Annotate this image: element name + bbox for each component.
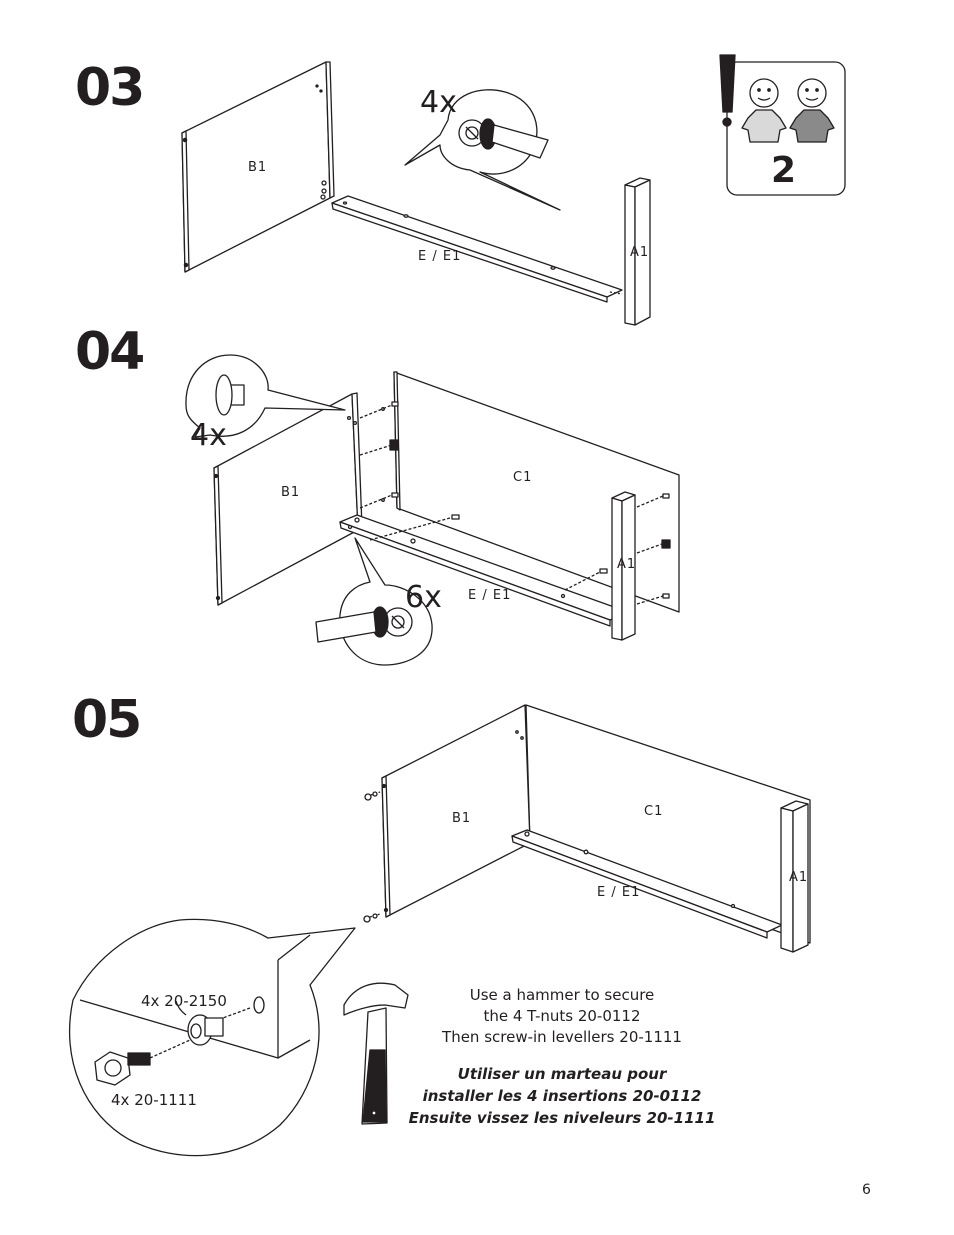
part-label-a1: A1 [630, 245, 650, 260]
instructions-fr: Utiliser un marteau pour installer les 4… [402, 1063, 722, 1129]
part-label-c1: C1 [513, 470, 533, 485]
step-05-drawing [69, 704, 811, 1157]
part-code-leveller: 4x 20-1111 [111, 1091, 197, 1109]
part-label-a1: A1 [789, 870, 809, 885]
step-04-drawing [185, 354, 680, 666]
panel-c1 [525, 704, 811, 944]
part-label-b1: B1 [248, 160, 268, 175]
part-label-rail: E / E1 [468, 588, 512, 603]
step-03-drawing [181, 61, 651, 326]
instruction-line: Then screw-in levellers 20-1111 [442, 1028, 682, 1046]
part-label-rail: E / E1 [418, 249, 462, 264]
screwdriver-icon [315, 606, 389, 643]
hammer-icon [343, 982, 409, 1125]
instructions-en: Use a hammer to secure the 4 T-nuts 20-0… [412, 985, 712, 1048]
rail-e-e1 [331, 195, 623, 298]
cam-lock-icon [383, 607, 413, 637]
instruction-line: the 4 T-nuts 20-0112 [483, 1007, 641, 1025]
quantity-label: 6x [405, 580, 442, 615]
two-person-icon [719, 54, 846, 196]
screwdriver-icon [479, 118, 549, 159]
wooden-dowel-icon [215, 374, 245, 416]
part-label-c1: C1 [644, 804, 664, 819]
step-number: 04 [75, 322, 145, 382]
instruction-line: Use a hammer to secure [469, 986, 655, 1004]
detail-magnifier [69, 918, 356, 1157]
t-nut-icon [175, 1000, 224, 1046]
step-number: 05 [72, 690, 142, 750]
people-count: 2 [771, 150, 797, 191]
quantity-label: 4x [190, 418, 227, 453]
leveller-icon [94, 1039, 191, 1086]
page-number: 6 [862, 1182, 871, 1198]
part-label-b1: B1 [281, 485, 301, 500]
part-label-b1: B1 [452, 811, 472, 826]
part-label-rail: E / E1 [597, 885, 641, 900]
panel-c1 [393, 371, 680, 613]
part-code-tnut: 4x 20-2150 [141, 992, 227, 1010]
step-number: 03 [75, 58, 145, 118]
leveller-icon [363, 791, 381, 923]
instruction-line: Utiliser un marteau pour [457, 1065, 667, 1083]
quantity-label: 4x [420, 85, 457, 120]
part-label-a1: A1 [617, 557, 637, 572]
instruction-line: Ensuite vissez les niveleurs 20-1111 [408, 1109, 716, 1127]
instruction-line: installer les 4 insertions 20-0112 [422, 1087, 702, 1105]
